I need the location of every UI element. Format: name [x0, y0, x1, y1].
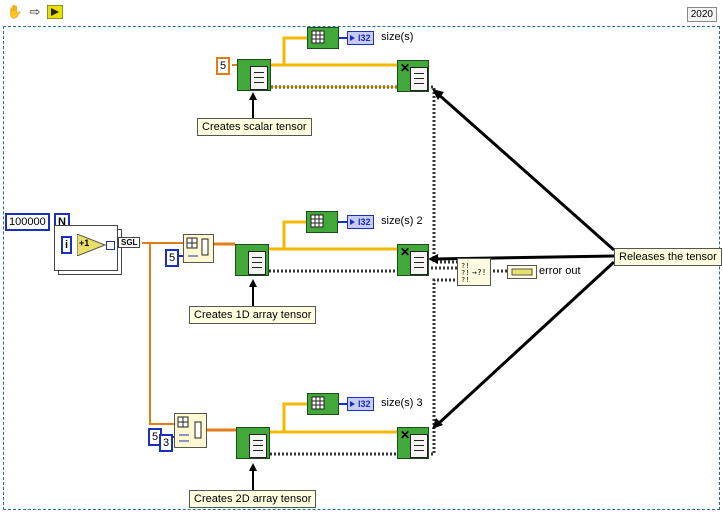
close-icon: ✕	[400, 245, 411, 259]
array-1d-length-constant[interactable]: 5	[165, 249, 180, 267]
svg-text:?!: ?!	[461, 276, 469, 284]
get-size-node-scalar[interactable]	[307, 27, 339, 49]
wire	[282, 220, 306, 249]
create-scalar-tensor-node[interactable]	[237, 59, 271, 91]
build-array-2d-node[interactable]	[174, 413, 207, 448]
release-1d-tensor-node[interactable]: ✕	[397, 244, 429, 276]
arrow-right-icon[interactable]: ⇨	[29, 4, 41, 19]
to-sgl-node[interactable]: SGL	[118, 237, 141, 248]
wire	[436, 260, 616, 426]
comment-1d: Creates 1D array tensor	[189, 306, 317, 324]
loop-tunnel	[106, 241, 115, 250]
doc-icon	[249, 434, 267, 458]
grid-icon	[310, 214, 324, 228]
error-cluster-icon	[511, 268, 533, 276]
get-size-node-1d[interactable]	[306, 211, 338, 233]
arrow-head	[249, 463, 257, 471]
svg-text:?!: ?!	[461, 269, 469, 277]
wire	[282, 402, 307, 432]
toolbar: ✋ ⇨ 2020	[0, 0, 723, 24]
size-scalar-label: size(s)	[381, 31, 414, 43]
get-size-node-2d[interactable]	[307, 393, 339, 415]
hand-icon[interactable]: ✋	[6, 4, 24, 19]
arrow-head	[249, 279, 257, 287]
release-2d-tensor-node[interactable]: ✕	[397, 427, 429, 459]
increment-label: +1	[79, 238, 90, 248]
doc-icon	[250, 66, 268, 90]
error-out-label: error out	[539, 265, 581, 277]
iteration-terminal: i	[61, 236, 73, 254]
doc-icon	[248, 251, 266, 275]
version-label: 2020	[686, 7, 717, 22]
size-1d-label: size(s) 2	[381, 215, 423, 227]
doc-icon	[410, 251, 428, 275]
size-2d-label: size(s) 3	[381, 397, 423, 409]
arrow-head	[432, 89, 444, 100]
diagram-frame	[3, 26, 720, 510]
svg-text:?!: ?!	[461, 262, 469, 270]
create-2d-tensor-node[interactable]	[236, 427, 270, 459]
doc-icon	[410, 67, 428, 91]
merge-errors-icon: ?!?!?!→?!	[461, 262, 486, 284]
array-2d-dim1-constant[interactable]: 3	[159, 434, 174, 452]
arrow-head	[249, 92, 257, 100]
release-scalar-tensor-node[interactable]: ✕	[397, 60, 429, 92]
wire	[437, 92, 615, 252]
comment-scalar: Creates scalar tensor	[197, 118, 312, 136]
close-icon: ✕	[400, 428, 411, 442]
increment-icon	[77, 234, 107, 256]
svg-text:→?!: →?!	[472, 268, 486, 277]
array-icon	[177, 416, 202, 442]
comment-2d: Creates 2D array tensor	[189, 490, 317, 508]
wire	[282, 36, 307, 65]
arrow-head	[428, 254, 438, 264]
type-indicator-2d: I32	[347, 397, 374, 411]
close-icon: ✕	[400, 61, 411, 75]
wire	[427, 85, 457, 264]
grid-icon	[311, 396, 325, 410]
doc-icon	[410, 434, 428, 458]
loop-count-constant[interactable]: 100000	[5, 213, 50, 231]
create-1d-tensor-node[interactable]	[235, 244, 269, 276]
merge-errors-node[interactable]: ?!?!?!→?!	[457, 258, 491, 286]
type-indicator-1d: I32	[347, 215, 374, 229]
grid-icon	[311, 30, 325, 44]
comment-release: Releases the tensor	[614, 248, 722, 266]
scalar-value-constant[interactable]: 5	[216, 57, 231, 75]
array-icon	[186, 237, 209, 257]
error-out-indicator	[507, 265, 537, 279]
build-array-1d-node[interactable]	[183, 234, 214, 263]
labview-run-icon[interactable]	[46, 3, 64, 21]
type-indicator-scalar: I32	[347, 31, 374, 45]
wire	[427, 278, 457, 456]
arrow-head	[432, 418, 443, 429]
wire	[149, 243, 174, 425]
for-loop[interactable]: i +1	[54, 225, 118, 271]
